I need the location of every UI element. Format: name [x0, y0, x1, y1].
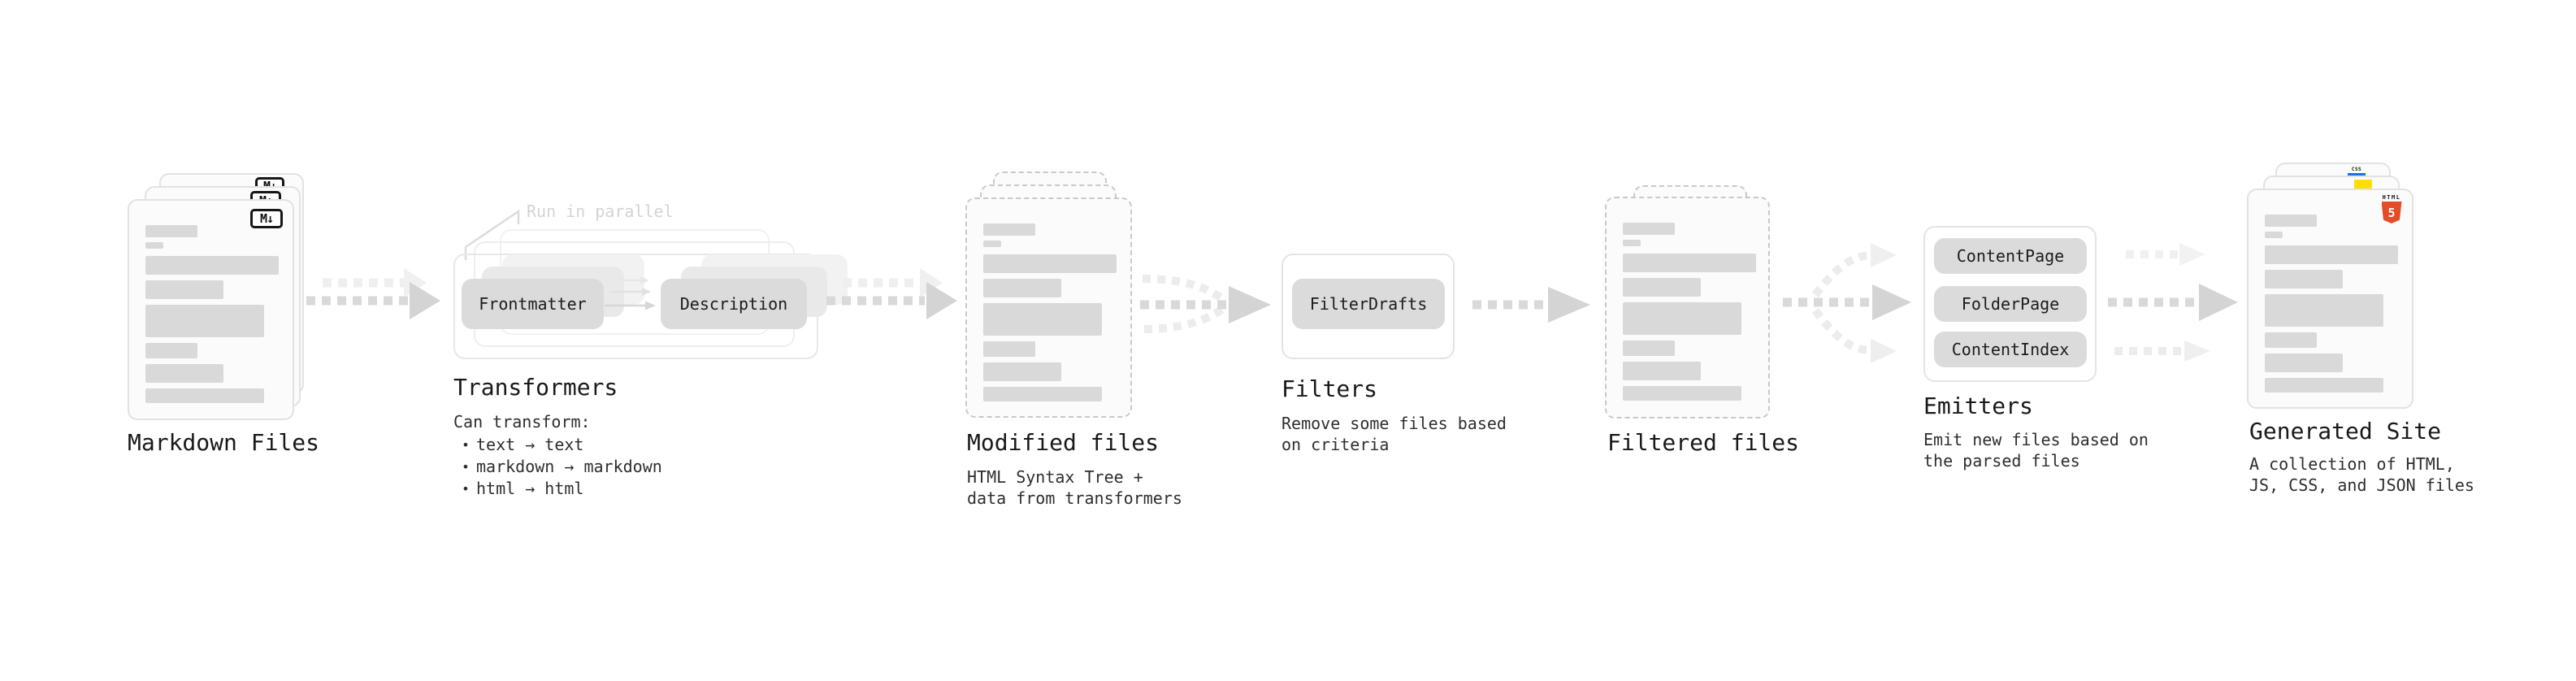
stage-subtitle-line: Remove some files based: [1281, 414, 1507, 433]
skeleton-line: [983, 303, 1102, 336]
stage-subtitle: Emit new files based on the parsed files: [1923, 429, 2149, 471]
arrow-transformers-to-modified-icon: [826, 268, 957, 319]
list-item: • html → html: [455, 478, 662, 500]
stage-title: Generated Site: [2249, 418, 2442, 445]
stage-subtitle-line: on criteria: [1281, 435, 1390, 454]
list-item-label: text → text: [476, 435, 584, 454]
bullet-icon: •: [462, 459, 470, 475]
stage-generated-site: CSS HTML 5 Generated Site A collection o…: [2247, 163, 2474, 504]
skeleton-line: [2265, 332, 2317, 348]
pill-description: Description: [661, 279, 807, 329]
skeleton-line: [983, 341, 1035, 357]
skeleton-line: [1623, 362, 1701, 380]
stage-subtitle-line: data from transformers: [967, 488, 1182, 508]
stage-subtitle: Remove some files based on criteria: [1281, 413, 1507, 455]
pill-filterdrafts: FilterDrafts: [1292, 279, 1445, 329]
skeleton-line: [2265, 354, 2343, 372]
run-in-parallel-label: Run in parallel: [527, 202, 674, 221]
skeleton-line: [2265, 245, 2398, 264]
stage-subtitle: HTML Syntax Tree + data from transformer…: [967, 466, 1182, 509]
skeleton-line: [2265, 378, 2383, 393]
arrow-filtered-to-emitters-icon: [1783, 243, 1911, 363]
stage-title: Filters: [1281, 375, 1378, 402]
html5-label: HTML: [2382, 194, 2401, 201]
list-item-label: html → html: [476, 479, 584, 498]
skeleton-line: [983, 362, 1061, 381]
skeleton-line: [2265, 232, 2283, 238]
stage-emitters: ContentPage FolderPage ContentIndex Emit…: [1923, 226, 2149, 486]
skeleton-line: [145, 388, 264, 403]
pill-contentpage: ContentPage: [1934, 238, 2087, 274]
skeleton-line: [1623, 240, 1641, 246]
arrow-emitters-to-generated-icon: [2108, 243, 2238, 362]
stage-title: Markdown Files: [128, 429, 320, 456]
skeleton-line: [1623, 254, 1756, 272]
css-icon: CSS: [2347, 167, 2366, 176]
skeleton-line: [983, 254, 1117, 273]
pill-frontmatter: Frontmatter: [462, 279, 604, 329]
skeleton-line: [145, 364, 223, 383]
stage-subtitle-line: A collection of HTML,: [2249, 454, 2455, 474]
file-card: [1605, 197, 1770, 419]
skeleton-line: [2265, 294, 2383, 327]
stage-transformers: Run in parallel Frontmatter Description …: [453, 195, 848, 508]
markdown-icon: M↓: [250, 209, 283, 228]
list-item: • markdown → markdown: [455, 456, 662, 478]
stage-markdown-files: M↓ M↓ M↓ Markdown Files: [128, 163, 339, 471]
js-icon: [2354, 180, 2372, 189]
skeleton-line: [145, 225, 197, 237]
skeleton-line: [145, 280, 223, 299]
skeleton-line: [983, 279, 1061, 297]
arrow-markdown-to-transformers-icon: [306, 268, 440, 319]
stage-title: Transformers: [453, 374, 618, 401]
stage-subtitle-line: Emit new files based on: [1923, 430, 2149, 449]
stage-subtitle-line: Can transform:: [453, 412, 591, 432]
skeleton-line: [1623, 223, 1675, 235]
skeleton-line: [1623, 302, 1741, 335]
stage-title: Filtered files: [1607, 429, 1800, 456]
stage-modified-files: Modified files HTML Syntax Tree + data f…: [965, 163, 1193, 512]
stage-subtitle-line: the parsed files: [1923, 451, 2080, 471]
skeleton-line: [145, 343, 197, 358]
list-item: • text → text: [455, 434, 662, 456]
skeleton-line: [983, 387, 1102, 401]
stage-subtitle-line: JS, CSS, and JSON files: [2249, 475, 2474, 495]
skeleton-line: [145, 256, 279, 275]
bullet-icon: •: [462, 437, 470, 453]
stage-subtitle: A collection of HTML, JS, CSS, and JSON …: [2249, 453, 2474, 496]
parallel-arrows-icon: [605, 276, 656, 310]
skeleton-line: [145, 305, 264, 337]
skeleton-line: [2265, 215, 2317, 227]
bullet-icon: •: [462, 481, 470, 497]
stage-title: Emitters: [1923, 393, 2033, 419]
skeleton-line: [145, 242, 163, 249]
file-card: M↓: [128, 199, 294, 420]
pill-contentindex: ContentIndex: [1934, 332, 2087, 367]
skeleton-line: [983, 241, 1001, 247]
stage-subtitle-line: HTML Syntax Tree +: [967, 467, 1143, 487]
stage-filters: FilterDrafts Filters Remove some files b…: [1281, 254, 1507, 465]
css-label: CSS: [2351, 167, 2362, 172]
stage-title: Modified files: [967, 429, 1160, 456]
arrow-filters-to-filtered-icon: [1472, 287, 1590, 323]
skeleton-line: [2265, 270, 2343, 288]
pill-folderpage: FolderPage: [1934, 286, 2087, 322]
transform-bullet-list: • text → text • markdown → markdown • html …: [455, 434, 662, 500]
html5-icon: HTML 5: [2378, 194, 2405, 223]
skeleton-line: [1623, 340, 1675, 356]
skeleton-line: [983, 223, 1035, 236]
css-bar: [2348, 173, 2366, 176]
stage-filtered-files: Filtered files: [1605, 163, 1799, 463]
skeleton-line: [1623, 278, 1701, 297]
list-item-label: markdown → markdown: [476, 457, 662, 476]
arrow-modified-to-filters-icon: [1140, 275, 1271, 333]
skeleton-line: [1623, 386, 1741, 401]
file-card: [965, 197, 1132, 418]
html5-shield: 5: [2381, 202, 2402, 223]
file-card: HTML 5: [2247, 189, 2413, 409]
